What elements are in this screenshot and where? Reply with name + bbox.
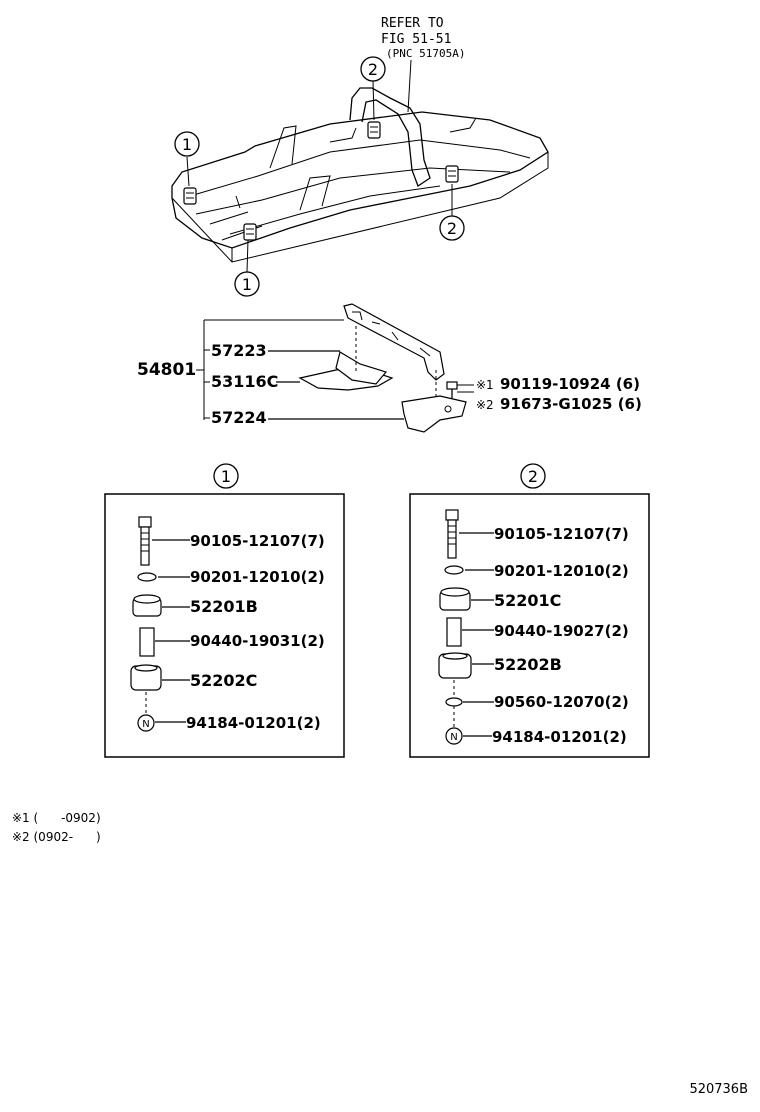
cushion-upper-icon (439, 587, 471, 611)
bolt-icon (138, 516, 152, 566)
group-1-header-circle (213, 463, 239, 489)
frame-illustration: 1 1 2 2 (171, 56, 549, 297)
callout-circle-2 (439, 215, 465, 241)
retainer-washer-icon (445, 697, 463, 707)
part-number-57224: 57224 (211, 408, 267, 427)
footnotes: ※1 ( -0902) ※2 (0902- ) (12, 811, 101, 844)
bolt-number-1: 90119-10924 (6) (500, 375, 640, 393)
collar-icon (446, 617, 462, 647)
callout-circle-2 (360, 56, 386, 82)
refer-note: REFER TO FIG 51-51 (PNC 51705A) (381, 16, 465, 113)
part-number: 52202B (494, 655, 562, 674)
part-number-53116C: 53116C (211, 372, 278, 391)
washer-icon (444, 565, 464, 575)
part-number: 52201B (190, 597, 258, 616)
refer-note-line3: (PNC 51705A) (386, 47, 465, 60)
collar-icon (139, 627, 155, 657)
part-number: 90560-12070(2) (494, 693, 629, 711)
callout-leader (246, 239, 249, 273)
bolt-number-2: 91673-G1025 (6) (500, 395, 642, 413)
bracket-assembly: 54801 57223 53116C 57224 ※1 90119-10924 (137, 303, 642, 433)
group-2-header: 2 (528, 467, 538, 486)
part-number: 94184-01201(2) (186, 714, 321, 732)
cushion-lower-icon (130, 664, 162, 691)
cushion-lower-icon (438, 652, 472, 679)
group-2-box: 2 90105-12107(7) 90201-12010(2) 52201C 9… (409, 463, 650, 758)
bolt-mark-2: ※2 (476, 398, 494, 412)
group-1-frame (104, 493, 345, 758)
part-number: 90105-12107(7) (494, 525, 629, 543)
callout-circle-1 (174, 131, 200, 157)
nut-icon (137, 714, 155, 732)
bracket-mid-shape (335, 351, 388, 385)
bolt-icon (446, 381, 474, 398)
frame-inner-rail (189, 139, 531, 241)
frame-outer-rail (171, 152, 549, 263)
refer-leader-line (407, 59, 412, 113)
bracket-57224-shape (401, 395, 467, 433)
nut-icon (445, 727, 463, 745)
part-number: 90440-19031(2) (190, 632, 325, 650)
part-number: 94184-01201(2) (492, 728, 627, 746)
callout-label: 1 (182, 135, 192, 154)
frame-crossmember (235, 117, 477, 211)
group-2-header-circle (520, 463, 546, 489)
group-number-54801: 54801 (137, 360, 196, 380)
footnote-2: ※2 (0902- ) (12, 830, 101, 844)
rear-loop-bar (349, 87, 431, 187)
group-bracket-line (196, 319, 344, 420)
group-2-frame (409, 493, 650, 758)
footnote-1: ※1 ( -0902) (12, 811, 101, 825)
bolt-icon (445, 509, 459, 559)
part-number: 90201-12010(2) (190, 568, 325, 586)
figure-id: 520736B (689, 1082, 748, 1097)
callout-label: 2 (368, 60, 378, 79)
group-1-header: 1 (221, 467, 231, 486)
callout-label: 2 (447, 219, 457, 238)
callout-leader (372, 79, 375, 121)
part-number: 90105-12107(7) (190, 532, 325, 550)
bracket-57223-shape (343, 303, 445, 381)
part-number: 90440-19027(2) (494, 622, 629, 640)
nut-letter: N (142, 719, 149, 730)
bolt-mark-1: ※1 (476, 378, 494, 392)
part-number: 52201C (494, 591, 561, 610)
part-number: 52202C (190, 671, 257, 690)
part-number: 90201-12010(2) (494, 562, 629, 580)
frame-mount-bushings (183, 121, 459, 241)
nut-letter: N (450, 732, 457, 743)
callout-leader (186, 156, 190, 187)
frame-outline (171, 111, 549, 249)
part-number-57223: 57223 (211, 341, 267, 360)
washer-icon (137, 572, 157, 582)
cushion-upper-icon (132, 594, 162, 617)
callout-circle-1 (234, 271, 260, 297)
group-1-box: 1 90105-12107(7) 90201-12010(2) 52201B 9… (104, 463, 345, 758)
refer-note-line2: FIG 51-51 (381, 32, 451, 47)
refer-note-line1: REFER TO (381, 16, 444, 31)
callout-label: 1 (242, 275, 252, 294)
